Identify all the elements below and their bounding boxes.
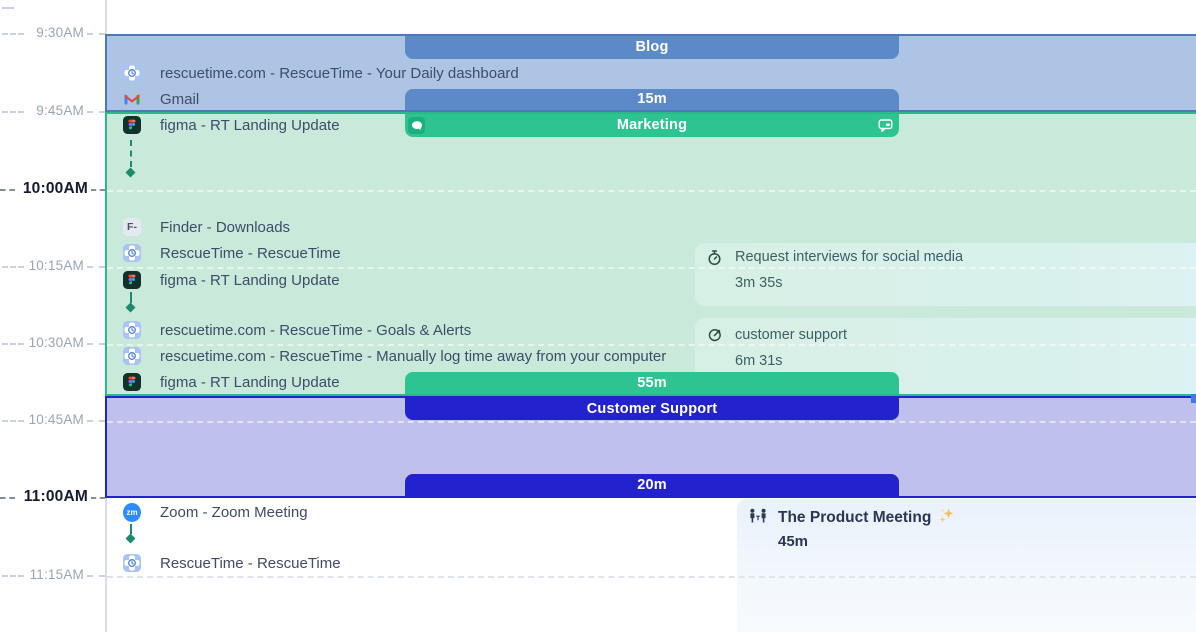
idle-connector [130, 524, 132, 534]
time-label: 10:45AM [28, 412, 84, 427]
activity-row[interactable]: rescuetime.com - RescueTime - Goals & Al… [123, 320, 471, 340]
idle-connector [130, 292, 132, 303]
activity-label: rescuetime.com - RescueTime - Manually l… [160, 347, 667, 365]
activity-label: Zoom - Zoom Meeting [160, 503, 308, 521]
meeting-duration: 45m [778, 533, 809, 550]
rescuetime-icon [123, 554, 141, 572]
gridline [107, 267, 1196, 269]
time-label: 11:15AM [29, 567, 84, 582]
category-bar-label: Marketing [616, 117, 688, 133]
activity-row[interactable]: figma - RT Landing Update [123, 372, 340, 392]
time-label: 10:15AM [28, 258, 84, 273]
activity-label: RescueTime - RescueTime [160, 244, 341, 262]
category-bar-blog[interactable]: Blog [405, 36, 899, 59]
task-duration: 3m 35s [735, 275, 783, 291]
gridline [107, 344, 1196, 346]
rescuetime-icon [123, 64, 141, 82]
sparkles-icon [938, 507, 955, 529]
activity-label: figma - RT Landing Update [160, 116, 340, 134]
time-label: 10:30AM [28, 335, 84, 350]
zoom-icon: zm [123, 502, 141, 522]
activity-label: RescueTime - RescueTime [160, 554, 341, 572]
duration-badge-customer-support[interactable]: 20m [405, 474, 899, 496]
activity-label: rescuetime.com - RescueTime - Your Daily… [160, 64, 519, 82]
stopwatch-icon [706, 249, 723, 271]
activity-row[interactable]: figma - RT Landing Update [123, 270, 340, 290]
activity-label: Finder - Downloads [160, 218, 291, 236]
task-duration: 6m 31s [735, 353, 783, 369]
activity-label: figma - RT Landing Update [160, 271, 340, 289]
gridline [107, 421, 1196, 423]
task-title[interactable]: Request interviews for social media [735, 249, 964, 265]
time-label: 10:00AM [22, 180, 88, 197]
finder-icon: F- [123, 218, 141, 236]
idle-diamond [125, 533, 136, 544]
activity-row[interactable]: figma - RT Landing Update [123, 115, 340, 135]
activity-row[interactable]: Gmail [123, 89, 199, 109]
task-card-request-interviews[interactable] [695, 243, 1196, 306]
activity-label: figma - RT Landing Update [160, 373, 340, 391]
category-bar-customer-support[interactable]: Customer Support [405, 398, 899, 420]
activity-row[interactable]: rescuetime.com - RescueTime - Your Daily… [123, 63, 519, 83]
duration-badge-blog[interactable]: 15m [405, 89, 899, 110]
rescuetime-icon [123, 321, 141, 339]
time-label: 9:45AM [36, 103, 84, 118]
meeting-icon [748, 507, 768, 530]
annotation-icon[interactable] [877, 118, 893, 134]
category-bar-marketing[interactable]: Marketing [405, 114, 899, 137]
rescuetime-icon [123, 244, 141, 262]
dart-icon [706, 327, 723, 349]
gridline [107, 576, 1196, 578]
duration-badge-marketing[interactable]: 55m [405, 372, 899, 394]
task-title[interactable]: customer support [735, 327, 848, 343]
gmail-icon [123, 90, 141, 108]
activity-row[interactable]: RescueTime - RescueTime [123, 553, 341, 573]
figma-icon [123, 373, 141, 391]
comment-icon[interactable] [408, 117, 425, 134]
time-label: 9:30AM [36, 25, 84, 40]
figma-icon [123, 116, 141, 134]
idle-connector [130, 140, 132, 167]
activity-row[interactable]: RescueTime - RescueTime [123, 243, 341, 263]
meeting-title[interactable]: The Product Meeting [778, 509, 932, 526]
figma-icon [123, 271, 141, 289]
time-label: 11:00AM [23, 488, 88, 505]
activity-row[interactable]: rescuetime.com - RescueTime - Manually l… [123, 346, 666, 366]
activity-row[interactable]: zm Zoom - Zoom Meeting [123, 502, 308, 522]
activity-row[interactable]: F- Finder - Downloads [123, 217, 290, 237]
rescuetime-icon [123, 347, 141, 365]
activity-label: rescuetime.com - RescueTime - Goals & Al… [160, 321, 472, 339]
activity-label: Gmail [160, 90, 200, 108]
meeting-card[interactable] [737, 499, 1196, 632]
gridline [107, 190, 1196, 192]
